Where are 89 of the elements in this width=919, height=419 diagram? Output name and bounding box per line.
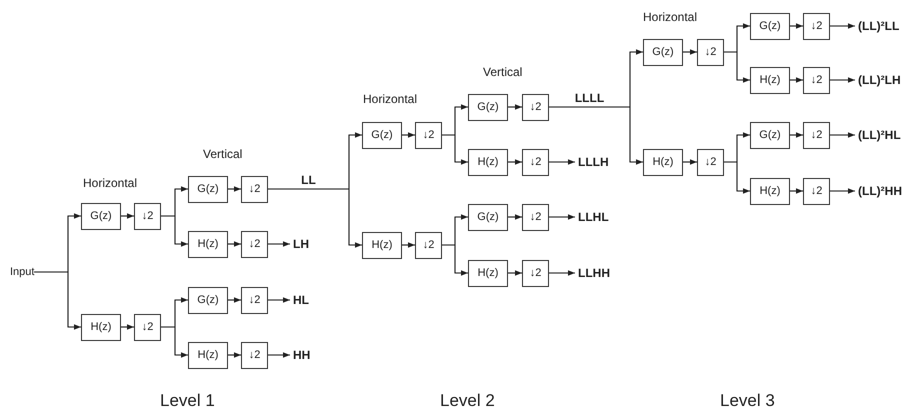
- arrow: [161, 215, 188, 247]
- arrow: [442, 244, 468, 276]
- downsampler-box: ↓2: [522, 204, 549, 230]
- stage-label: Horizontal: [643, 9, 698, 26]
- downsampler-box: ↓2: [803, 12, 830, 40]
- arrow: [161, 326, 188, 358]
- downsampler-box: ↓2: [134, 314, 161, 340]
- output-label: (LL)²HL: [858, 127, 901, 143]
- output-label: LLHH: [578, 265, 610, 281]
- arrow: [228, 297, 241, 303]
- output-label: LH: [293, 236, 309, 252]
- output-label: (LL)²HH: [858, 183, 902, 199]
- arrow: [268, 297, 290, 303]
- stage-label: Horizontal: [363, 91, 418, 108]
- arrow: [508, 104, 522, 110]
- filter-box: H(z): [81, 314, 121, 340]
- arrow: [549, 270, 575, 276]
- filter-box: H(z): [468, 148, 508, 176]
- downsampler-box: ↓2: [241, 176, 268, 202]
- filter-box: H(z): [750, 66, 790, 94]
- arrow: [790, 132, 803, 138]
- arrow: [790, 23, 803, 29]
- arrow: [549, 214, 575, 220]
- filter-box: H(z): [362, 232, 402, 258]
- filter-box: G(z): [643, 38, 683, 66]
- filter-box: G(z): [750, 12, 790, 40]
- output-label: HL: [293, 292, 309, 308]
- downsampler-box: ↓2: [522, 148, 549, 176]
- arrow: [683, 159, 697, 165]
- downsampler-box: ↓2: [803, 178, 830, 204]
- downsampler-box: ↓2: [697, 38, 724, 66]
- arrow: [228, 241, 241, 247]
- filter-box: G(z): [468, 94, 508, 120]
- arrow: [228, 186, 241, 192]
- downsampler-box: ↓2: [522, 260, 549, 286]
- input-label: Input: [10, 264, 34, 280]
- stage-label: Vertical: [203, 146, 242, 163]
- downsampler-box: ↓2: [415, 122, 442, 148]
- arrow: [830, 23, 855, 29]
- filter-box: G(z): [81, 202, 121, 230]
- output-label: (LL)²LH: [858, 72, 901, 88]
- arrow: [830, 188, 855, 194]
- level-label: Level 3: [720, 390, 775, 412]
- filter-box: G(z): [188, 286, 228, 314]
- filter-box: H(z): [188, 230, 228, 258]
- downsampler-box: ↓2: [522, 94, 549, 120]
- filter-box: H(z): [188, 342, 228, 368]
- filter-box: H(z): [468, 260, 508, 286]
- arrow: [402, 132, 415, 138]
- arrow: [34, 271, 81, 330]
- output-label: LLLH: [578, 154, 609, 170]
- output-label: HH: [293, 347, 310, 363]
- arrow: [724, 51, 750, 83]
- filter-box: G(z): [188, 176, 228, 202]
- filter-box: H(z): [643, 148, 683, 176]
- arrow: [790, 77, 803, 83]
- filter-box: H(z): [750, 178, 790, 204]
- output-label: LLHL: [578, 209, 609, 225]
- arrow: [508, 159, 522, 165]
- downsampler-box: ↓2: [803, 122, 830, 148]
- filter-box: G(z): [750, 122, 790, 148]
- level-label: Level 2: [440, 390, 495, 412]
- arrow: [228, 352, 241, 358]
- filter-box: G(z): [362, 122, 402, 148]
- stage-label: Vertical: [483, 64, 522, 81]
- arrow: [508, 214, 522, 220]
- arrow: [683, 49, 697, 55]
- downsampler-box: ↓2: [241, 230, 268, 258]
- downsampler-box: ↓2: [241, 342, 268, 368]
- downsampler-box: ↓2: [803, 66, 830, 94]
- arrow: [508, 270, 522, 276]
- arrow: [549, 159, 575, 165]
- level-label: Level 1: [160, 390, 215, 412]
- arrow: [830, 77, 855, 83]
- downsampler-box: ↓2: [415, 232, 442, 258]
- arrow: [121, 324, 134, 330]
- arrow: [830, 132, 855, 138]
- downsampler-box: ↓2: [697, 148, 724, 176]
- arrow: [790, 188, 803, 194]
- arrow: [268, 352, 290, 358]
- stage-label: Horizontal: [83, 175, 138, 192]
- arrow: [268, 241, 290, 247]
- filter-box: G(z): [468, 204, 508, 230]
- downsampler-box: ↓2: [241, 286, 268, 314]
- output-label: (LL)²LL: [858, 18, 900, 34]
- arrow: [402, 242, 415, 248]
- arrow: [442, 134, 468, 165]
- arrow: [121, 213, 134, 219]
- downsampler-box: ↓2: [134, 202, 161, 230]
